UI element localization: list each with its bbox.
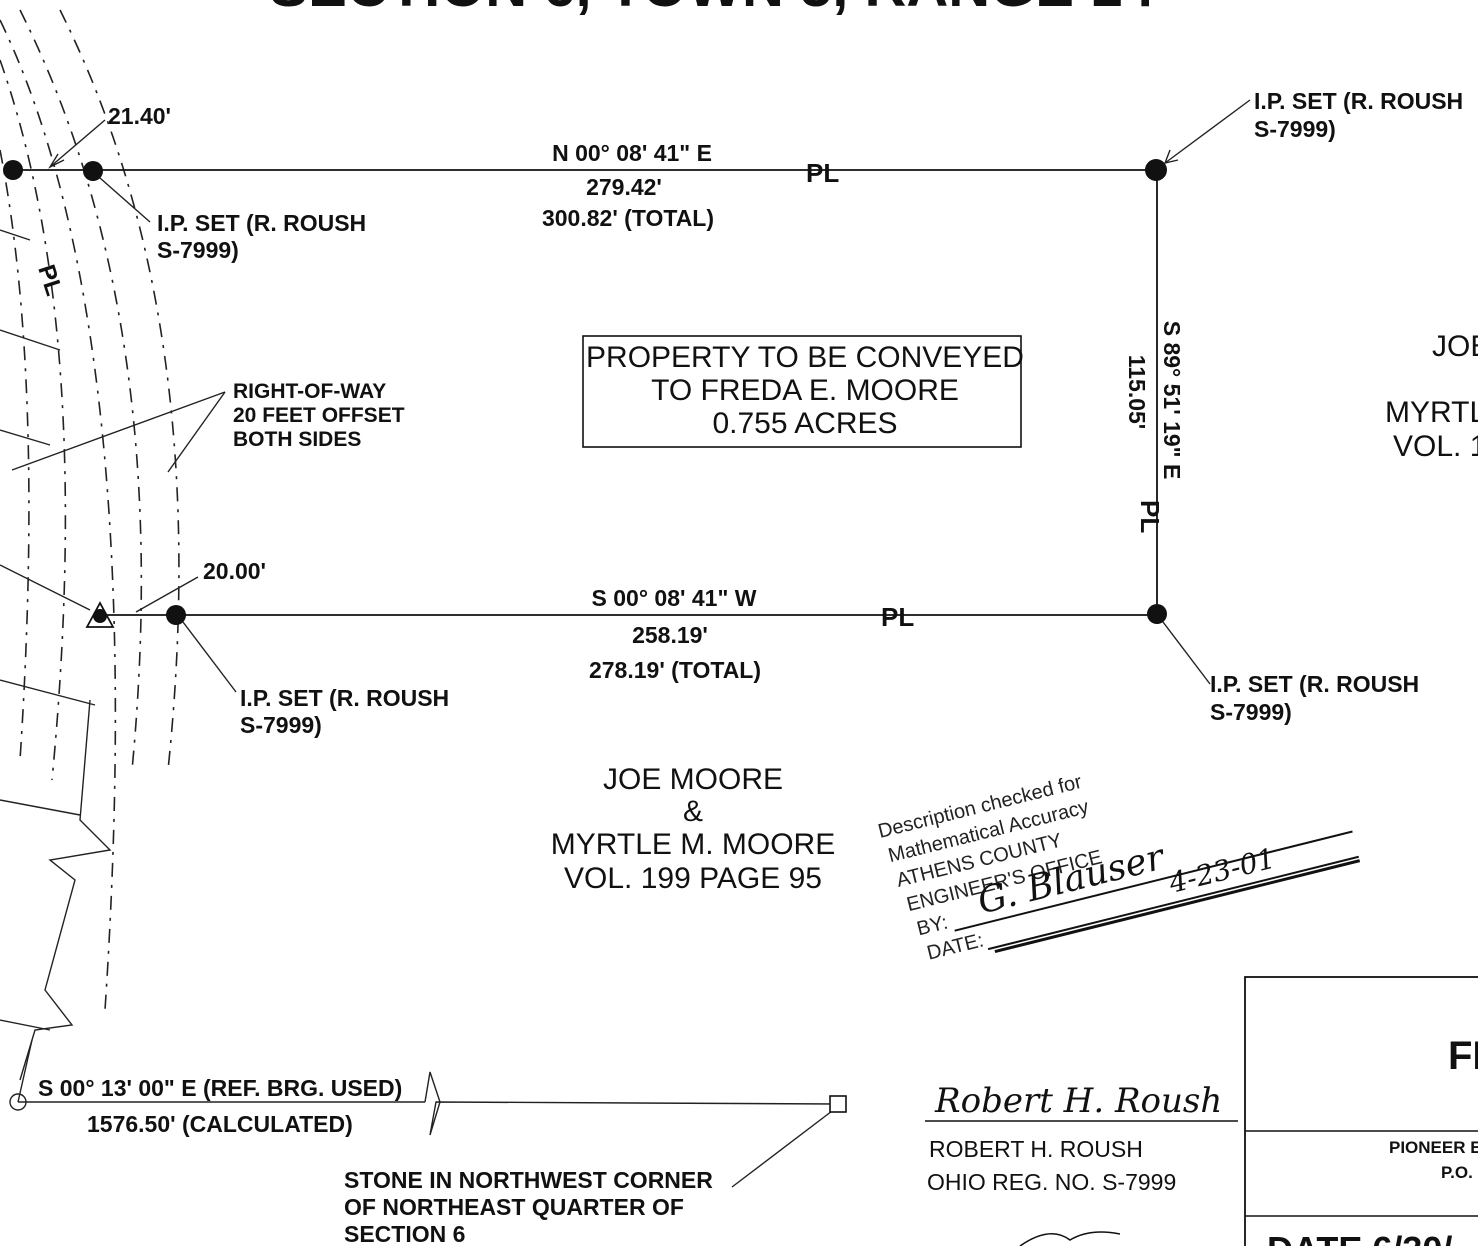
property-boundary bbox=[12, 169, 1158, 616]
svg-text:PROPERTY TO BE CONVEYED: PROPERTY TO BE CONVEYED bbox=[586, 341, 1024, 374]
surveyor-signature: Robert H. Roush bbox=[934, 1081, 1222, 1121]
stone-marker bbox=[829, 1095, 847, 1113]
svg-text:S-7999): S-7999) bbox=[1254, 116, 1336, 142]
surveyor-name: ROBERT H. ROUSH bbox=[929, 1136, 1143, 1162]
iron-pin-sw bbox=[166, 605, 186, 625]
svg-text:MYRTL: MYRTL bbox=[1385, 396, 1478, 429]
iron-pin-nw bbox=[83, 161, 103, 181]
svg-text:I.P. SET (R. ROUSH: I.P. SET (R. ROUSH bbox=[1254, 88, 1463, 114]
south-total-label: 278.19' (TOTAL) bbox=[589, 657, 761, 683]
svg-text:TO FREDA E. MOORE: TO FREDA E. MOORE bbox=[651, 374, 959, 407]
south-length-label: 258.19' bbox=[632, 622, 708, 648]
svg-text:SECTION 6: SECTION 6 bbox=[344, 1221, 465, 1246]
dimension-leaders bbox=[11, 99, 1251, 1188]
svg-text:0.755 ACRES: 0.755 ACRES bbox=[712, 407, 897, 440]
south-offset-label: 20.00' bbox=[203, 558, 266, 584]
right-of-way-note: RIGHT-OF-WAY 20 FEET OFFSET BOTH SIDES bbox=[233, 380, 405, 451]
svg-text:VOL. 199 PAGE 95: VOL. 199 PAGE 95 bbox=[564, 862, 822, 895]
svg-text:S-7999): S-7999) bbox=[157, 237, 239, 263]
left-edge-leaders bbox=[0, 229, 96, 1031]
title-block-address: P.O. bbox=[1441, 1163, 1473, 1182]
north-bearing-label: N 00° 08' 41" E bbox=[552, 140, 712, 166]
svg-text:20 FEET OFFSET: 20 FEET OFFSET bbox=[233, 404, 405, 427]
iron-pin-markers bbox=[3, 159, 1167, 628]
svg-text:JOE MOORE: JOE MOORE bbox=[603, 763, 783, 796]
surveyor-registration: OHIO REG. NO. S-7999 bbox=[927, 1169, 1176, 1195]
property-line-marker-road: PL bbox=[32, 262, 67, 300]
svg-text:S-7999): S-7999) bbox=[1210, 699, 1292, 725]
property-line-marker-south: PL bbox=[881, 602, 914, 632]
iron-pin-nw-outer bbox=[3, 160, 23, 180]
title-block: FI PIONEER E P.O. DATE 6/30/ bbox=[1244, 976, 1478, 1246]
svg-text:I.P. SET (R. ROUSH: I.P. SET (R. ROUSH bbox=[240, 685, 449, 711]
centerline-pin-marker bbox=[93, 609, 107, 623]
svg-text:MYRTLE M. MOORE: MYRTLE M. MOORE bbox=[551, 828, 835, 861]
svg-text:RIGHT-OF-WAY: RIGHT-OF-WAY bbox=[233, 380, 386, 403]
sheet-heading: SECTION 6, TOWN 5, RANGE 14 bbox=[269, 0, 1154, 19]
iron-pin-ne bbox=[1145, 159, 1167, 181]
road-right-of-way-lines bbox=[0, 9, 180, 1011]
iron-pin-label-sw: I.P. SET (R. ROUSH S-7999) bbox=[240, 685, 449, 738]
reference-length-label: 1576.50' (CALCULATED) bbox=[87, 1111, 353, 1137]
north-length-label: 279.42' bbox=[586, 174, 662, 200]
svg-text:I.P. SET (R. ROUSH: I.P. SET (R. ROUSH bbox=[1210, 671, 1419, 697]
svg-text:S-7999): S-7999) bbox=[240, 712, 322, 738]
title-block-heading: FI bbox=[1448, 1034, 1478, 1078]
svg-text:OF NORTHEAST QUARTER OF: OF NORTHEAST QUARTER OF bbox=[344, 1194, 684, 1220]
title-block-date: DATE 6/30/ bbox=[1267, 1229, 1452, 1246]
svg-text:VOL. 1: VOL. 1 bbox=[1393, 430, 1478, 463]
svg-text:I.P. SET (R. ROUSH: I.P. SET (R. ROUSH bbox=[157, 210, 366, 236]
stone-corner-note: STONE IN NORTHWEST CORNER OF NORTHEAST Q… bbox=[344, 1167, 713, 1246]
reference-bearing-line bbox=[9, 1039, 847, 1136]
iron-pin-label-se: I.P. SET (R. ROUSH S-7999) bbox=[1210, 671, 1419, 725]
property-line-marker-north: PL bbox=[806, 158, 839, 188]
iron-pin-se bbox=[1147, 604, 1167, 624]
property-conveyance-box: PROPERTY TO BE CONVEYED TO FREDA E. MOOR… bbox=[582, 335, 1024, 448]
property-line-marker-east: PL bbox=[1135, 500, 1165, 533]
surveyor-signature-block: Robert H. Roush ROBERT H. ROUSH OHIO REG… bbox=[925, 1081, 1238, 1246]
east-length-label: 115.05' bbox=[1124, 355, 1150, 430]
east-bearing-label: S 89° 51' 19" E bbox=[1159, 321, 1185, 480]
title-block-company: PIONEER E bbox=[1389, 1138, 1478, 1157]
iron-pin-label-ne: I.P. SET (R. ROUSH S-7999) bbox=[1254, 88, 1463, 142]
svg-text:BOTH SIDES: BOTH SIDES bbox=[233, 428, 361, 451]
svg-text:STONE IN NORTHWEST CORNER: STONE IN NORTHWEST CORNER bbox=[344, 1167, 713, 1193]
county-engineer-stamp: Description checked for Mathematical Acc… bbox=[876, 771, 1361, 965]
svg-text:&: & bbox=[683, 795, 703, 828]
adjoining-owner-label-east: JOE MYRTL VOL. 1 bbox=[1385, 330, 1478, 463]
iron-pin-label-nw: I.P. SET (R. ROUSH S-7999) bbox=[157, 210, 366, 263]
south-bearing-label: S 00° 08' 41" W bbox=[592, 585, 757, 611]
adjoining-owner-label: JOE MOORE & MYRTLE M. MOORE VOL. 199 PAG… bbox=[551, 763, 835, 895]
road-break-line bbox=[19, 699, 112, 1081]
svg-text:JOE: JOE bbox=[1432, 330, 1478, 363]
north-total-label: 300.82' (TOTAL) bbox=[542, 205, 714, 231]
svg-text:BY:: BY: bbox=[915, 911, 951, 940]
north-offset-label: 21.40' bbox=[108, 103, 171, 129]
reference-bearing-label: S 00° 13' 00" E (REF. BRG. USED) bbox=[38, 1075, 402, 1101]
